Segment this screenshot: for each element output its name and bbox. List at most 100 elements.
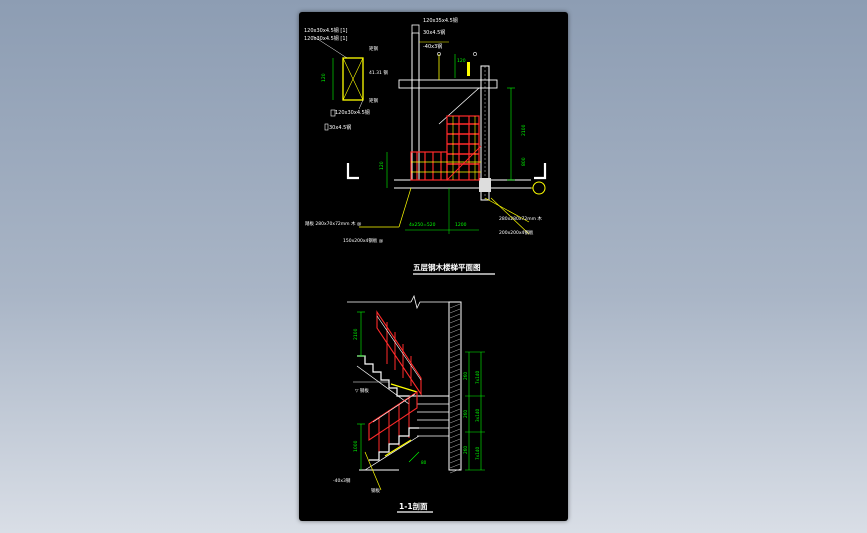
hatch-line — [449, 413, 461, 419]
steel-plate — [384, 439, 412, 457]
label-sec-top2: 120x30x4.5钢 [1] — [304, 35, 347, 42]
hatch-line — [449, 378, 461, 384]
drawing-sheet: 120x30x4.5钢 [1] 120x30x4.5钢 [1] 120 矩钢 4… — [299, 12, 568, 521]
hatch-line — [449, 443, 461, 449]
hatch-line — [449, 383, 461, 389]
label-top-dim: 120 — [457, 58, 466, 64]
hatch-line — [449, 323, 461, 329]
label-dim-r6: 7x140 — [475, 447, 480, 460]
hatch-line — [449, 328, 461, 334]
hatch-line — [449, 338, 461, 344]
label-right-dim2: 800 — [521, 157, 527, 166]
label-dim-top: 2100 — [353, 328, 359, 340]
hatch-line — [449, 388, 461, 394]
hatch-line — [449, 343, 461, 349]
label-sec-side2: 矩钢 — [369, 97, 378, 104]
label-bot-dim1: 4x250=520 — [409, 222, 436, 228]
hatch-line — [449, 308, 461, 314]
hatch-line — [449, 433, 461, 439]
cad-drawing: 120x30x4.5钢 [1] 120x30x4.5钢 [1] 120 矩钢 4… — [304, 17, 547, 513]
hatch-line — [449, 398, 461, 404]
hatch-line — [449, 448, 461, 454]
section-bottom-labels: -40x3钢 钢板 80 — [333, 460, 427, 494]
tube-section-outline — [342, 57, 364, 101]
plan-bottom-annotations: 踏板 280x70x72mm 木 @ 150x200x4钢板 @ 280x280… — [305, 187, 542, 244]
hatch-line — [449, 428, 461, 434]
section-landing — [409, 395, 449, 437]
label-mid: ▽ 钢板 — [355, 387, 369, 394]
label-right-dim: 2100 — [521, 124, 527, 136]
hatch-line — [449, 303, 461, 309]
label-dim-mid: 1000 — [353, 440, 359, 452]
upper-flight — [356, 310, 422, 405]
leader-line — [490, 197, 530, 235]
label-sec-side1: 矩钢 — [369, 45, 378, 52]
label-sec-dim: 120 — [321, 73, 327, 82]
label-step: 80 — [421, 460, 427, 465]
hatch-line — [449, 368, 461, 374]
hatch-line — [449, 373, 461, 379]
label-dim-r5: 3x140 — [475, 409, 480, 422]
label-bot2: 钢板 — [371, 487, 380, 494]
plan-title: 五层钢木楼梯平面图 — [413, 262, 481, 272]
label-sec-mid: 41.31 钢 — [369, 69, 388, 76]
label-dim-r3: 260 — [463, 446, 468, 454]
small-channel-symbol — [324, 123, 329, 131]
label-top-bar: -40x3钢 — [423, 43, 442, 50]
hatch-line — [449, 453, 461, 459]
axis-bubble — [532, 181, 546, 195]
dim-line — [408, 451, 420, 463]
hatch-line — [449, 418, 461, 424]
ref-circle — [473, 52, 477, 56]
label-top-c1: 120x35x4.5钢 — [423, 17, 458, 24]
section-markers — [346, 163, 547, 180]
beam — [398, 79, 498, 89]
upper-steps — [357, 355, 409, 397]
handrail — [372, 393, 416, 423]
section-title: 1-1剖面 — [399, 501, 428, 511]
plan-treads — [410, 87, 482, 181]
section-right-dims: 260 260 260 7x140 3x140 7x140 — [463, 351, 485, 471]
hatch-line — [449, 318, 461, 324]
leader-line — [484, 197, 530, 223]
steel-tag — [467, 62, 470, 76]
hatch-line — [449, 348, 461, 354]
hatch-line — [449, 408, 461, 414]
hatch-line — [449, 353, 461, 359]
label-sec-top1: 120x30x4.5钢 [1] — [304, 27, 347, 34]
hatch-line — [449, 358, 461, 364]
wall-outline — [448, 301, 462, 471]
leader-line — [358, 99, 364, 110]
hatch-line — [449, 458, 461, 464]
label-dim-r1: 260 — [463, 372, 468, 380]
hatch-line — [449, 313, 461, 319]
label-bot-ann3: 280x280x72mm 木 — [499, 215, 542, 222]
hatch-line — [449, 403, 461, 409]
ref-circle — [437, 52, 441, 56]
label-bot-dim2: 1200 — [455, 222, 467, 228]
plan-top-annotations: 120x35x4.5钢 30x4.5钢 -40x3钢 120 — [419, 17, 477, 80]
hatch-line — [449, 463, 461, 469]
steel-plate — [390, 383, 418, 393]
label-dim-r4: 7x140 — [475, 371, 480, 384]
label-sec-bot2: 30x4.5钢 — [329, 124, 351, 131]
label-top-c2: 30x4.5钢 — [423, 29, 445, 36]
lower-steps — [369, 427, 419, 461]
leader-line — [398, 187, 412, 228]
lower-stringer — [368, 390, 418, 442]
label-bot1: -40x3钢 — [333, 477, 351, 484]
plan-right-dims: 2100 800 — [507, 87, 527, 181]
section-left-dims: 2100 1000 ▽ 钢板 — [353, 311, 389, 470]
column-base — [479, 178, 491, 192]
leader-line — [364, 451, 382, 491]
section-wall — [448, 301, 462, 474]
stair-plan-view: 120x30x4.5钢 [1] 120x30x4.5钢 [1] 120 矩钢 4… — [304, 17, 547, 275]
small-channel-symbol — [330, 109, 336, 117]
break-symbol — [410, 294, 449, 310]
landing-zone — [410, 151, 448, 181]
hatch-line — [449, 423, 461, 429]
plan-left-dims: 120 — [379, 152, 388, 188]
label-bot-ann2: 150x200x4钢板 @ — [343, 237, 384, 244]
hatch-line — [449, 438, 461, 444]
